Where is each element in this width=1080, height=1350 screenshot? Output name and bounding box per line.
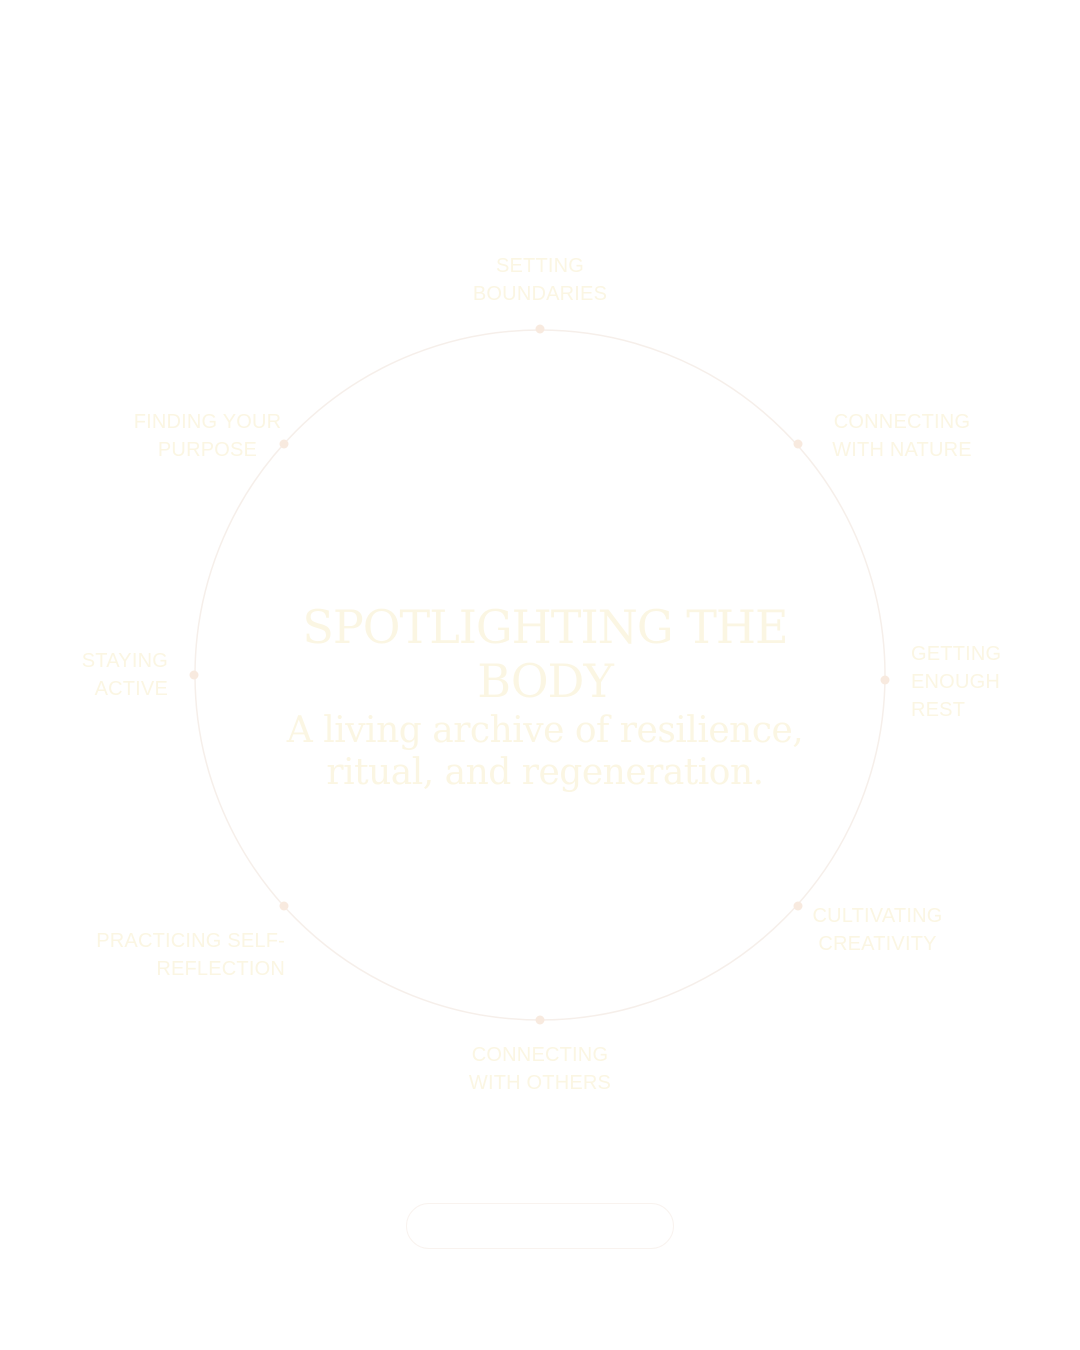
- center-subtitle: A living archive of resilience, ritual, …: [286, 710, 804, 793]
- node-dot-practicing-self-reflection[interactable]: [279, 901, 289, 911]
- node-label-setting-boundaries[interactable]: SETTING BOUNDARIES: [472, 255, 608, 305]
- node-label-finding-your-purpose[interactable]: FINDING YOUR PURPOSE: [133, 411, 282, 461]
- node-label-cultivating-creativity[interactable]: CULTIVATING CREATIVITY: [812, 905, 943, 955]
- node-label-staying-active[interactable]: STAYING ACTIVE: [81, 650, 168, 700]
- node-label-connecting-with-others[interactable]: CONNECTING WITH OTHERS: [468, 1044, 612, 1094]
- node-dot-finding-your-purpose[interactable]: [279, 439, 289, 449]
- node-dot-cultivating-creativity[interactable]: [793, 901, 803, 911]
- node-dot-setting-boundaries[interactable]: [535, 324, 545, 334]
- node-dot-connecting-with-others[interactable]: [535, 1015, 545, 1025]
- cta-button[interactable]: [406, 1203, 674, 1249]
- node-label-practicing-self-reflection[interactable]: PRACTICING SELF-REFLECTION: [96, 930, 285, 980]
- node-label-connecting-with-nature[interactable]: CONNECTING WITH NATURE: [832, 411, 972, 461]
- node-dot-getting-enough-rest[interactable]: [880, 675, 890, 685]
- node-label-getting-enough-rest[interactable]: GETTING ENOUGH REST: [911, 643, 1002, 721]
- node-dot-connecting-with-nature[interactable]: [793, 439, 803, 449]
- center-title: SPOTLIGHTING THE BODY: [302, 600, 788, 708]
- node-dot-staying-active[interactable]: [189, 670, 199, 680]
